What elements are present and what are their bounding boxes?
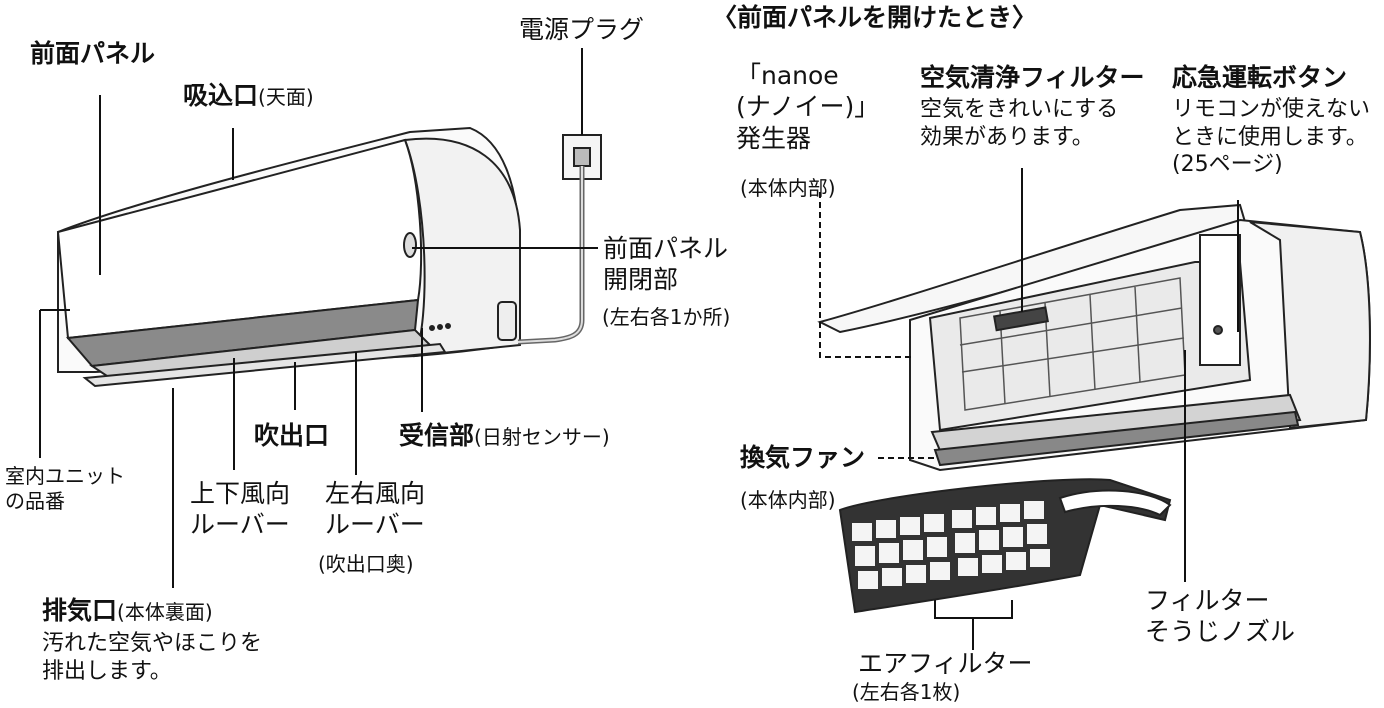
receiver-label-text: 受信部 [399,421,475,450]
outlet-label: 吹出口 [254,421,330,450]
nanoe-line-2: (ナノイー)」 [736,92,880,122]
receiver-label: 受信部(日射センサー) [399,420,610,451]
lr-louver-line-2: ルーバー [325,510,425,540]
model-number-line-2: の品番 [5,489,65,513]
emergency-desc-line-2: ときに使用します。 [1172,124,1368,150]
intake-label: 吸込口(天面) [183,80,314,111]
power-plug-illustration [517,134,602,345]
air-filter-label: エアフィルター [858,649,1033,678]
vent-fan-sub-label: (本体内部) [740,488,836,512]
intake-sub-label: (天面) [258,85,314,109]
exhaust-desc-line-2: 排出します。 [42,658,172,684]
air-filter-sub-label: (左右各1枚) [852,680,961,704]
ud-louver-line-1: 上下風向 [190,479,291,508]
filter-nozzle-label: フィルター そうじノズル [1145,585,1295,648]
nanoe-generator-label: 「nanoe (ナノイー)」 発生器 [736,60,879,154]
lr-louver-line-1: 左右風向 [325,479,426,508]
air-clean-desc-line-2: 効果があります。 [920,124,1094,150]
air-clean-desc-line-1: 空気をきれいにする [920,97,1119,122]
filter-nozzle-line-1: フィルター [1145,586,1270,615]
front-panel-open-line-1: 前面パネル [603,234,729,263]
model-number-label: 室内ユニット の品番 [5,464,125,514]
emergency-desc-line-3: (25ページ) [1172,152,1283,177]
lr-louver-label: 左右風向 ルーバー [325,478,425,541]
lr-louver-sub-label: (吹出口奥) [318,552,414,576]
emergency-button-label: 応急運転ボタン [1172,63,1348,92]
emergency-button-description: リモコンが使えない ときに使用します。 (25ページ) [1172,96,1370,179]
ud-louver-line-2: ルーバー [190,510,290,540]
front-panel-open-sub-label: (左右各1か所) [602,305,731,329]
panel-open-title: 〈前面パネルを開けたとき〉 [712,3,1038,32]
model-number-line-1: 室内ユニット [5,464,125,488]
nanoe-sub-label: (本体内部) [740,176,836,200]
front-panel-open-line-2: 開閉部 [603,265,679,295]
air-filter-illustration [838,478,1172,614]
right-leader-lines [819,168,1239,650]
exhaust-label: 排気口(本体裏面) [42,595,213,626]
power-plug-label: 電源プラグ [519,15,645,44]
ud-louver-label: 上下風向 ルーバー [190,478,290,541]
open-unit-illustration [817,203,1371,472]
intake-label-text: 吸込口 [183,81,259,110]
left-leader-lines [39,48,598,588]
air-clean-filter-description: 空気をきれいにする 効果があります。 [920,96,1118,151]
indoor-unit-illustration [56,126,522,388]
nanoe-line-3: 発生器 [736,123,812,153]
nanoe-line-1: 「nanoe [736,61,839,90]
exhaust-desc-line-1: 汚れた空気やほこりを [42,631,263,656]
filter-nozzle-line-2: そうじノズル [1145,617,1296,647]
receiver-sub-label: (日射センサー) [474,425,610,449]
front-panel-label: 前面パネル [30,39,156,68]
exhaust-sub-label: (本体裏面) [117,600,213,624]
exhaust-label-text: 排気口 [42,596,118,625]
vent-fan-label: 換気ファン [740,443,866,472]
emergency-desc-line-1: リモコンが使えない [1172,97,1371,122]
front-panel-open-label: 前面パネル 開閉部 [603,233,728,296]
air-clean-filter-label: 空気清浄フィルター [920,63,1145,92]
exhaust-description: 汚れた空気やほこりを 排出します。 [42,630,262,685]
